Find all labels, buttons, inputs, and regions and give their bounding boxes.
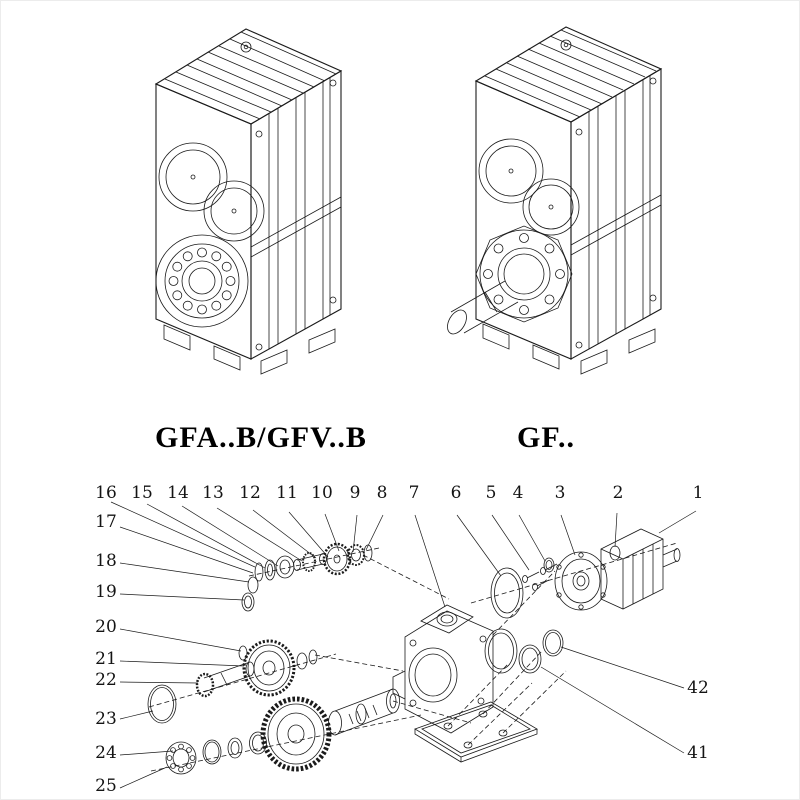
part-callout: 8 — [377, 483, 388, 503]
part-callout: 22 — [95, 670, 117, 690]
part-callout: 7 — [409, 483, 420, 503]
leader-lines — [110, 501, 697, 789]
part-callout: 18 — [95, 551, 117, 571]
output-shaft — [447, 280, 519, 335]
part-callout: 21 — [95, 649, 117, 669]
input-bores — [158, 142, 265, 242]
motor-adapter-unit — [554, 528, 681, 611]
part-callout: 10 — [311, 483, 333, 503]
part-callout: 25 — [95, 776, 117, 796]
corner-bolts — [575, 77, 657, 349]
part-callout: 19 — [95, 582, 117, 602]
part-callout: 13 — [202, 483, 224, 503]
part-callout: 1 — [693, 483, 704, 503]
part-callout: 3 — [555, 483, 566, 503]
part-callout: 14 — [167, 483, 189, 503]
cover-flange-plate — [414, 701, 538, 763]
gearbox-drawing-gfab-gfvb — [154, 28, 343, 375]
cooling-fins — [484, 29, 657, 118]
mounting-feet — [163, 324, 336, 375]
corner-bolts — [255, 79, 337, 351]
oil-plug — [240, 41, 252, 53]
input-shaft-parts — [241, 542, 373, 612]
gasket-and-bolts — [490, 557, 558, 619]
part-callout: 12 — [239, 483, 261, 503]
side-ribs — [250, 77, 342, 349]
input-bores — [478, 138, 580, 236]
gear-housing — [392, 604, 494, 734]
part-callout: 11 — [276, 483, 298, 503]
oil-plug — [560, 39, 572, 51]
part-callout: 20 — [95, 617, 117, 637]
housing-outline — [154, 28, 343, 360]
part-callout: 16 — [95, 483, 117, 503]
part-callout: 5 — [486, 483, 497, 503]
retaining-rings — [484, 628, 564, 674]
part-callout: 6 — [451, 483, 462, 503]
assembly-axes — [148, 542, 678, 772]
output-bearing — [155, 234, 249, 328]
part-callouts: 16 15 14 13 12 11 10 9 8 7 6 5 4 3 2 1 1… — [95, 483, 709, 796]
model-label-right: GF.. — [517, 421, 575, 454]
part-callout: 9 — [350, 483, 361, 503]
part-callout: 42 — [687, 678, 709, 698]
part-callout: 41 — [687, 743, 709, 763]
intermediate-shaft-parts — [147, 639, 318, 724]
part-callout: 4 — [513, 483, 524, 503]
output-flange — [475, 225, 573, 323]
model-label-left: GFA..B/GFV..B — [155, 421, 367, 454]
gearbox-drawing-gf — [447, 26, 663, 375]
output-shaft-parts — [165, 688, 400, 775]
housing-outline — [474, 26, 663, 360]
exploded-parts-diagram: 16 15 14 13 12 11 10 9 8 7 6 5 4 3 2 1 1… — [95, 483, 709, 796]
part-callout: 24 — [95, 743, 117, 763]
side-ribs — [570, 75, 662, 349]
part-callout: 17 — [95, 512, 117, 532]
part-callout: 2 — [613, 483, 624, 503]
part-callout: 15 — [131, 483, 153, 503]
cooling-fins — [164, 31, 337, 120]
part-callout: 23 — [95, 709, 117, 729]
mounting-feet — [482, 323, 656, 375]
